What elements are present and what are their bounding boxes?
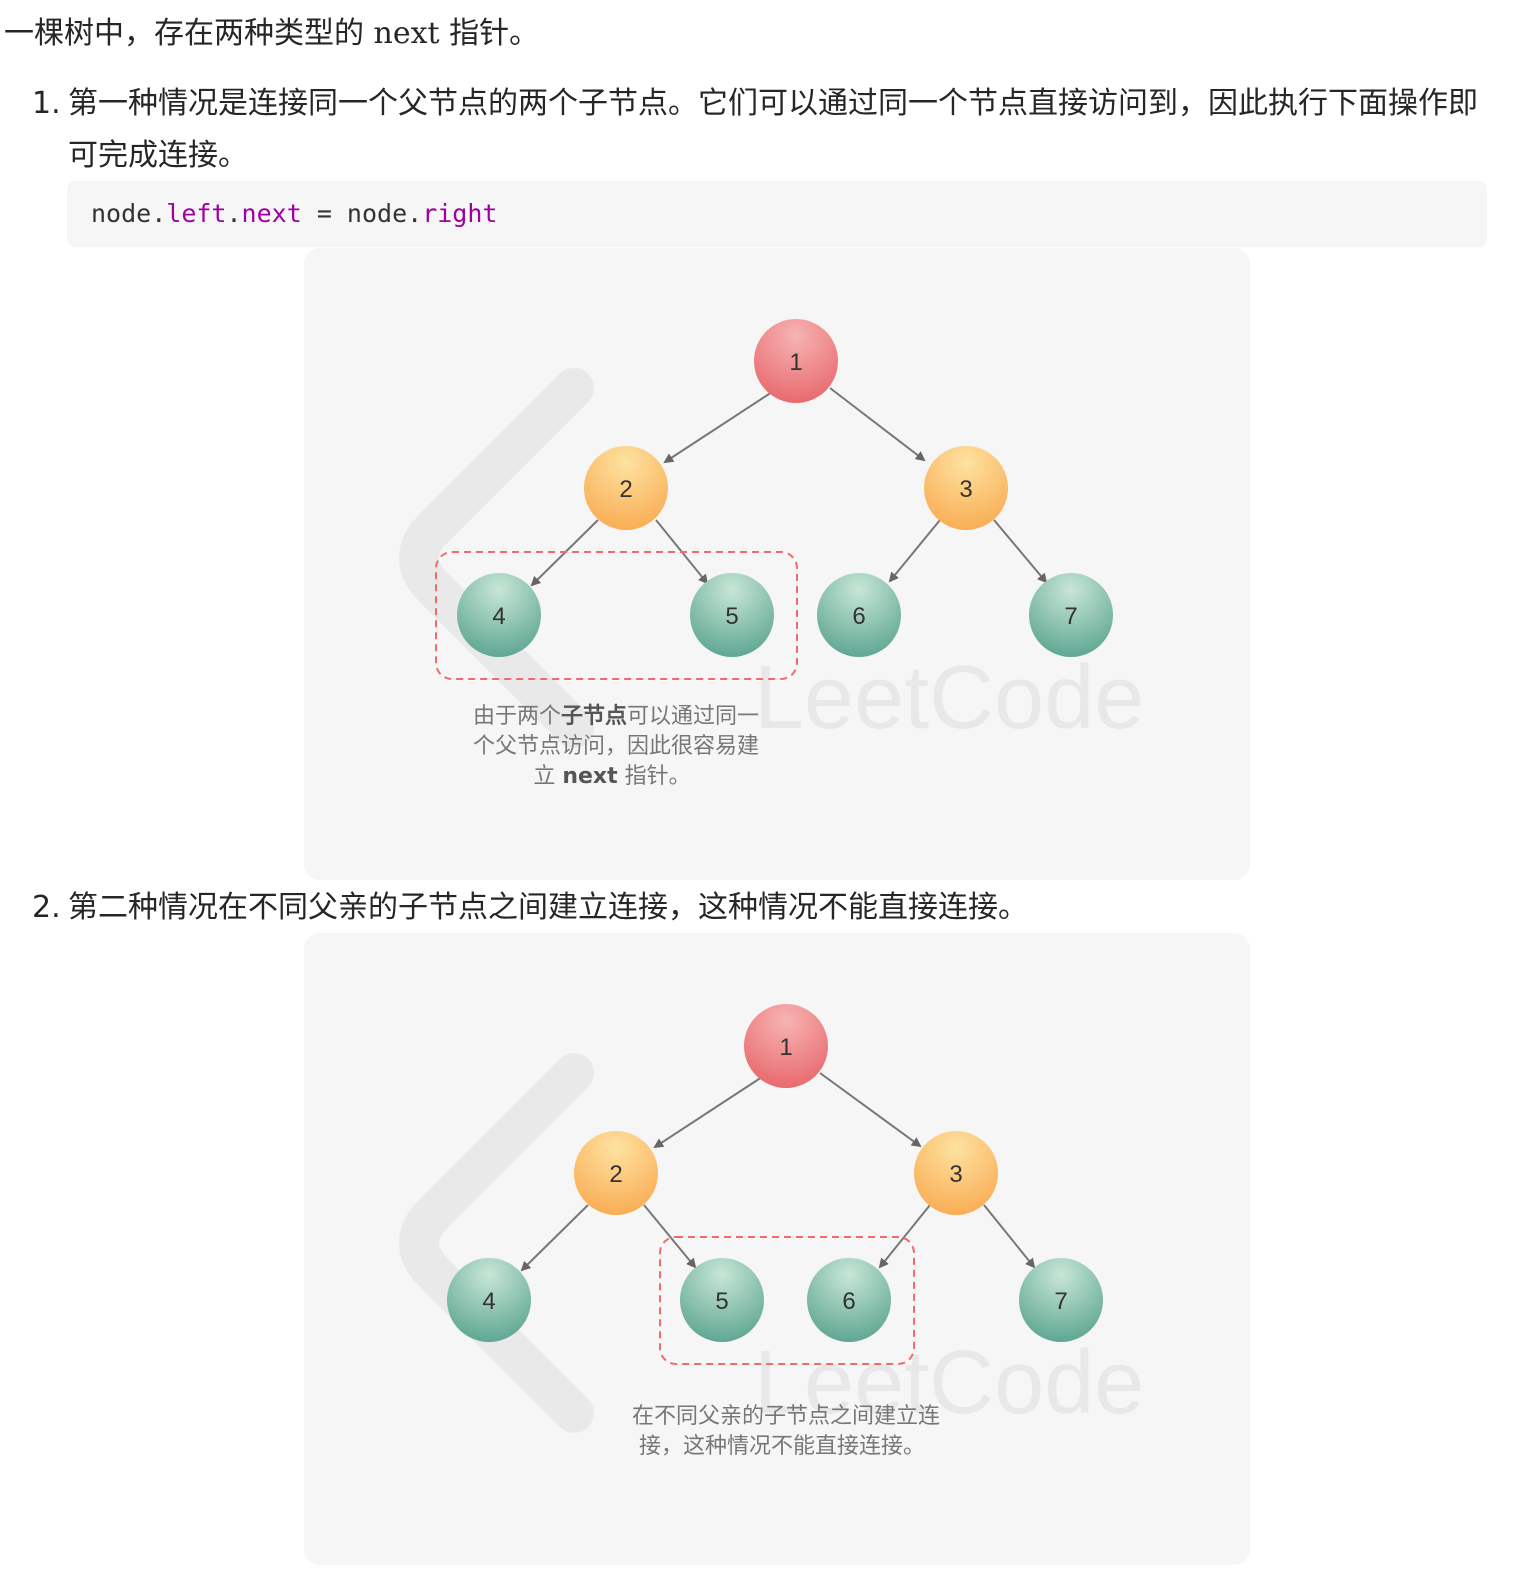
edge-3-7 — [983, 1204, 1036, 1269]
tree-node-5: 5 — [690, 573, 774, 657]
caption-line-2: 个父节点访问，因此很容易建 — [473, 734, 759, 759]
svg-text:3: 3 — [959, 476, 972, 503]
svg-text:7: 7 — [1064, 603, 1077, 630]
tree-node-1: 1 — [744, 1004, 828, 1088]
tree-edges — [520, 1072, 1036, 1272]
edge-1-2 — [663, 391, 773, 464]
figure-different-parent: LeetCode 1 2 3 4 5 6 7 在不同父亲的子节点之间建立连 接，… — [304, 933, 1250, 1565]
list-text: 第一种情况是连接同一个父节点的两个子节点。它们可以通过同一个节点直接访问到，因此… — [68, 86, 1478, 173]
leetcode-watermark: LeetCode — [399, 368, 1144, 748]
code-keyword-right: right — [422, 199, 498, 228]
edge-1-3 — [819, 1072, 922, 1148]
highlight-box — [435, 551, 798, 680]
edge-1-3 — [829, 387, 926, 462]
caption-line-1: 由于两个子节点可以通过同一 — [473, 703, 759, 729]
edge-3-7 — [993, 519, 1048, 584]
figure-same-parent: LeetCode 1 2 3 4 5 6 7 由于两个子节点可以通过同一 个父节… — [304, 248, 1250, 880]
intro-paragraph: 一棵树中，存在两种类型的 next 指针。 — [4, 14, 539, 54]
svg-text:6: 6 — [842, 1288, 855, 1315]
tree-node-5: 5 — [680, 1258, 764, 1342]
svg-text:2: 2 — [609, 1161, 622, 1188]
highlight-box — [659, 1236, 915, 1365]
tree-node-4: 4 — [457, 573, 541, 657]
code-keyword-left: left — [166, 199, 227, 228]
tree-diagram-2: LeetCode 1 2 3 4 5 6 7 在不同父亲的子节点之间建立连 接，… — [399, 1004, 1144, 1459]
tree-node-7: 7 — [1029, 573, 1113, 657]
intro-after: 指针。 — [439, 16, 540, 51]
edge-3-6 — [888, 519, 941, 583]
tree-node-2: 2 — [584, 446, 668, 530]
edge-2-5 — [643, 1204, 697, 1269]
svg-text:1: 1 — [789, 349, 802, 376]
code-block: node.left.next = node.right — [67, 181, 1487, 247]
svg-text:3: 3 — [949, 1161, 962, 1188]
code-part: node. — [91, 199, 167, 228]
code-part: . — [226, 199, 242, 228]
svg-text:7: 7 — [1054, 1288, 1067, 1315]
svg-text:5: 5 — [715, 1288, 728, 1315]
edge-1-2 — [653, 1076, 763, 1149]
intro-code-word: next — [373, 16, 440, 51]
watermark-text: LeetCode — [754, 648, 1144, 748]
tree-diagram-1: LeetCode 1 2 3 4 5 6 7 由于两个子节点可以通过同一 个父节… — [399, 319, 1144, 789]
svg-text:5: 5 — [725, 603, 738, 630]
tree-node-1: 1 — [754, 319, 838, 403]
tree-node-2: 2 — [574, 1131, 658, 1215]
list-number: 2. — [32, 890, 61, 925]
code-keyword-next: next — [241, 199, 302, 228]
svg-text:4: 4 — [492, 603, 505, 630]
watermark-text: LeetCode — [754, 1333, 1144, 1433]
list-text: 第二种情况在不同父亲的子节点之间建立连接，这种情况不能直接连接。 — [68, 890, 1028, 925]
intro-before: 一棵树中，存在两种类型的 — [4, 16, 374, 51]
svg-text:4: 4 — [482, 1288, 495, 1315]
list-number: 1. — [32, 86, 61, 121]
svg-text:2: 2 — [619, 476, 632, 503]
tree-node-7: 7 — [1019, 1258, 1103, 1342]
caption-line-3: 立 next 指针。 — [533, 764, 690, 789]
svg-text:1: 1 — [779, 1034, 792, 1061]
leetcode-watermark: LeetCode — [399, 1053, 1144, 1433]
tree-node-3: 3 — [924, 446, 1008, 530]
svg-text:6: 6 — [852, 603, 865, 630]
tree-node-6: 6 — [817, 573, 901, 657]
edge-2-4 — [520, 1204, 589, 1272]
caption-line-1: 在不同父亲的子节点之间建立连 — [632, 1404, 940, 1429]
tree-node-6: 6 — [807, 1258, 891, 1342]
edge-3-6 — [878, 1204, 931, 1269]
tree-node-4: 4 — [447, 1258, 531, 1342]
tree-node-3: 3 — [914, 1131, 998, 1215]
caption-line-2: 接，这种情况不能直接连接。 — [639, 1434, 925, 1459]
code-part: = node. — [301, 199, 423, 228]
